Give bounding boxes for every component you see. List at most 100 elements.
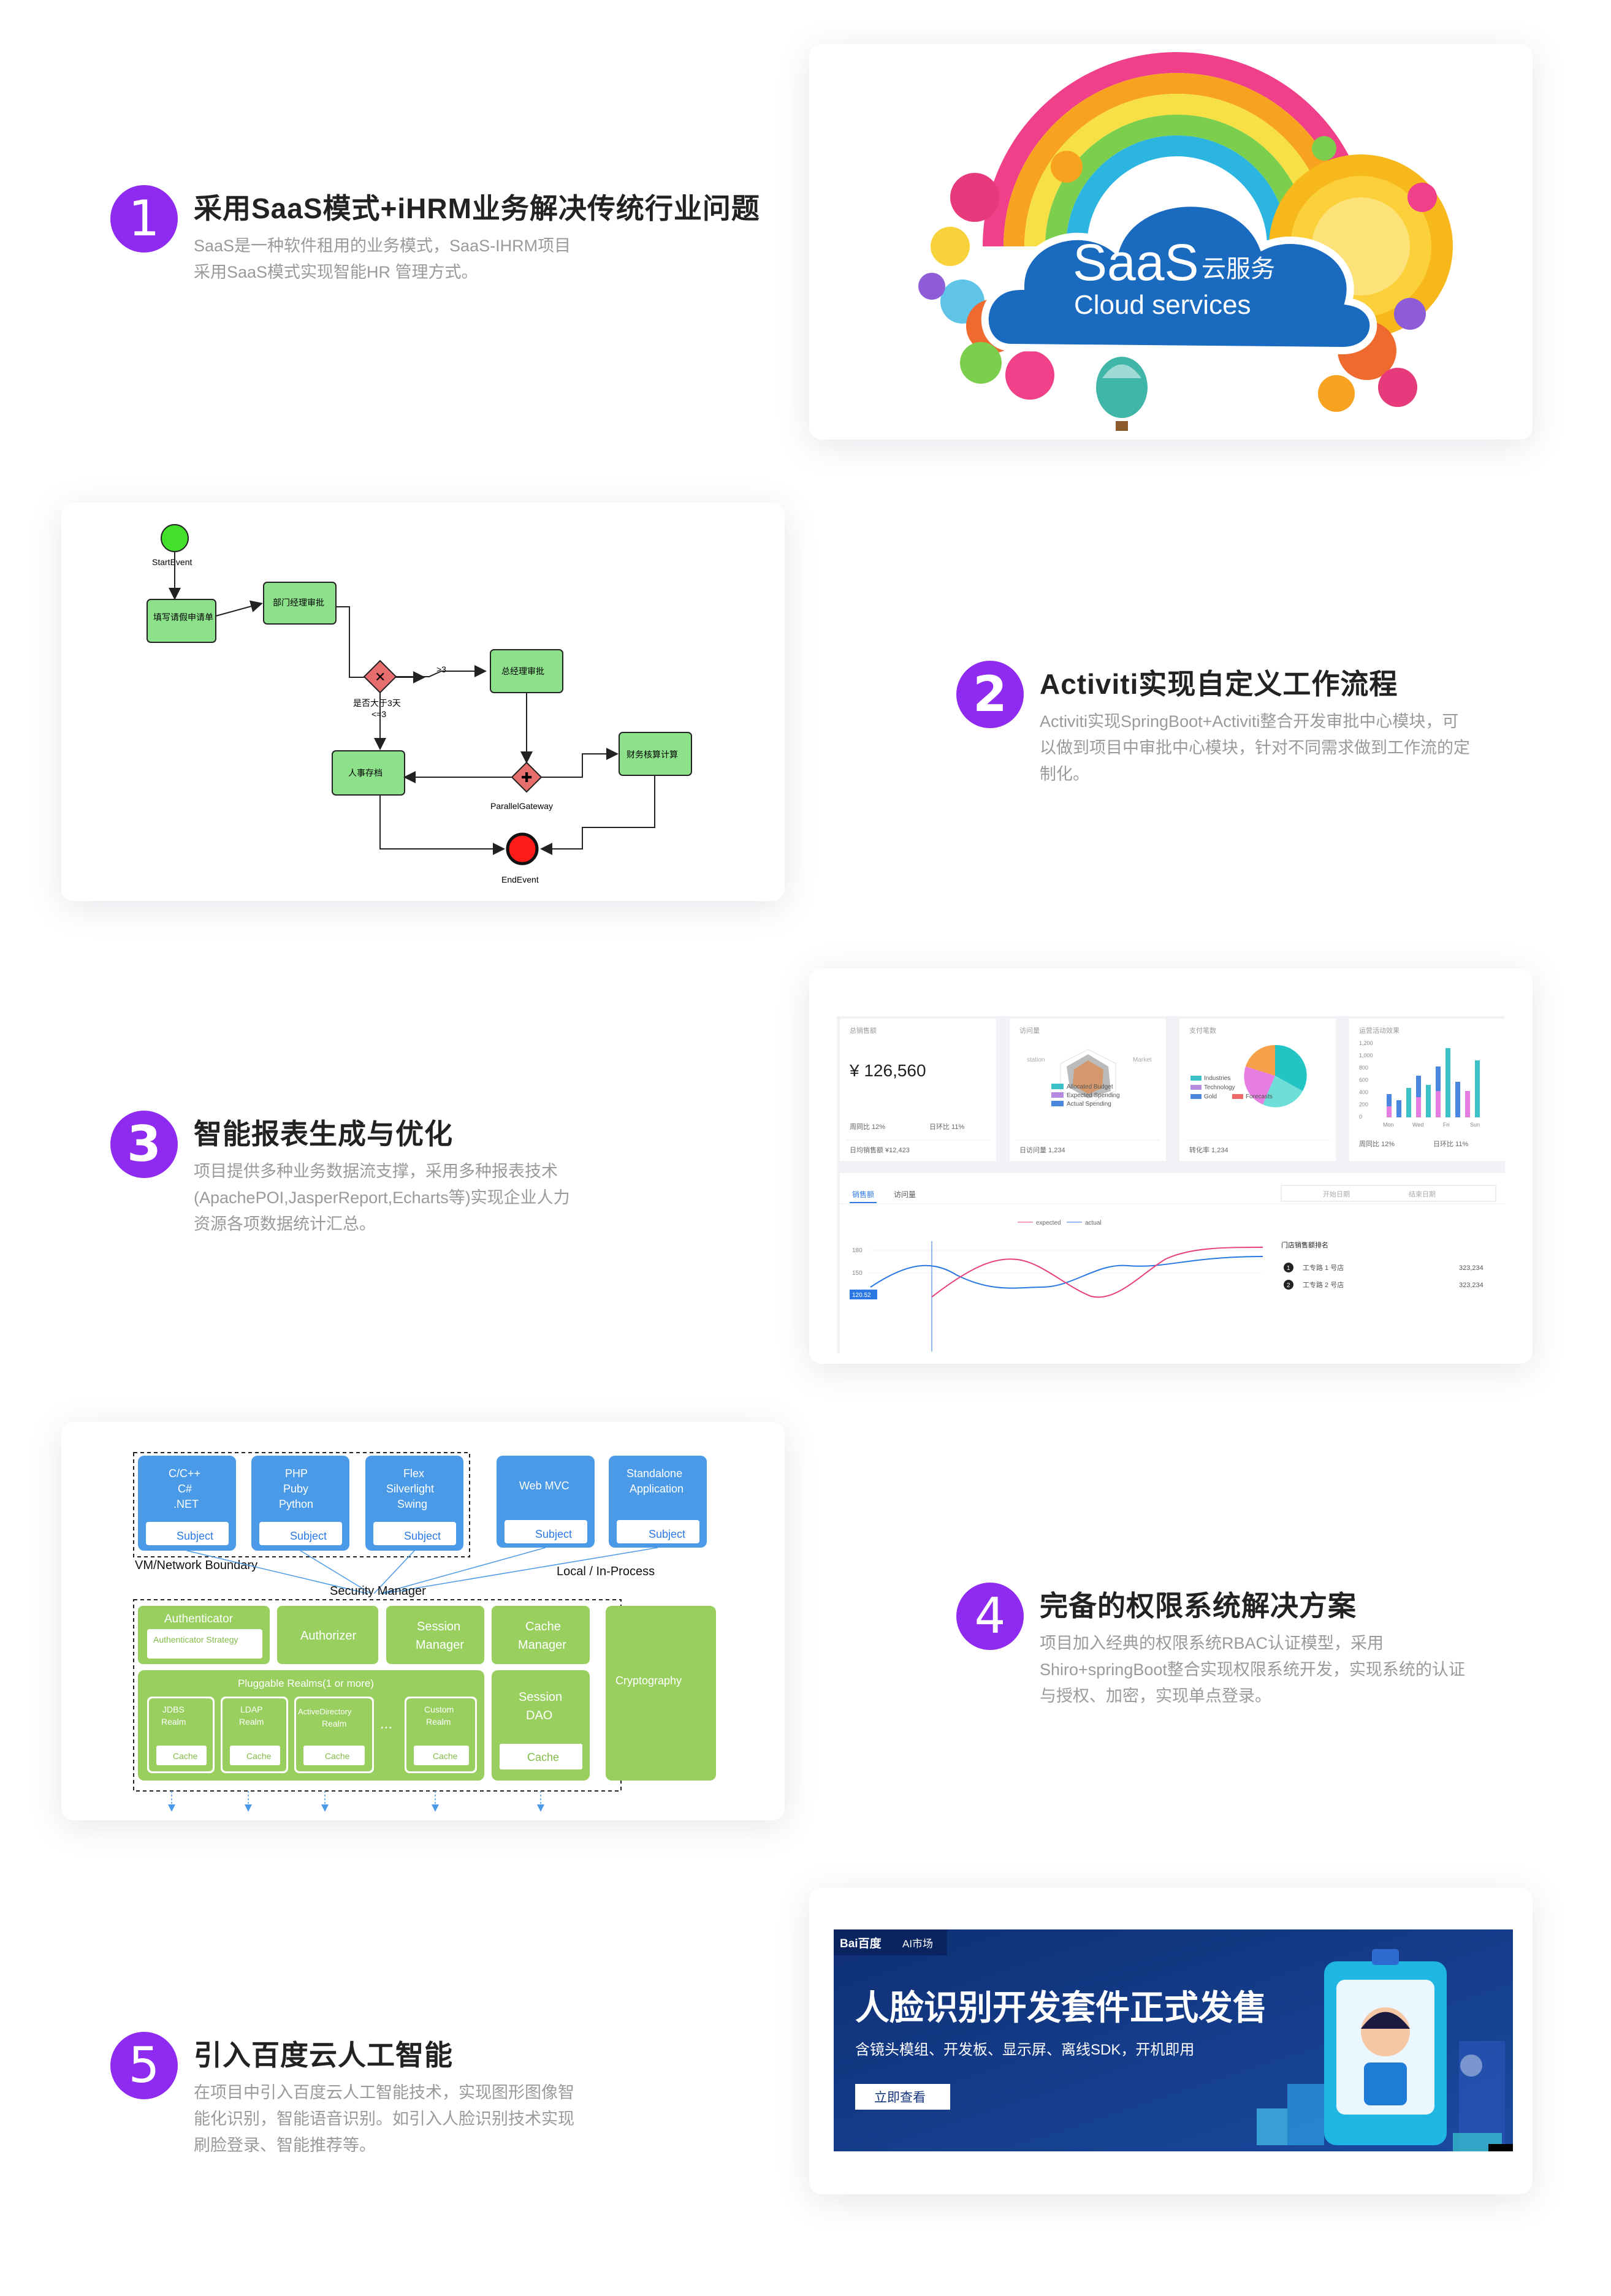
svg-text:Cache: Cache: [246, 1751, 272, 1761]
svg-text:访问量: 访问量: [1019, 1027, 1040, 1035]
svg-text:Expected Spending: Expected Spending: [1067, 1092, 1120, 1099]
svg-text:转化率 1,234: 转化率 1,234: [1189, 1146, 1228, 1154]
svg-text:0: 0: [1359, 1114, 1362, 1120]
svg-text:Authenticator Strategy: Authenticator Strategy: [153, 1635, 238, 1644]
svg-text:Flex: Flex: [403, 1467, 424, 1480]
task-dept: [263, 582, 337, 625]
svg-text:支付笔数: 支付笔数: [1189, 1026, 1216, 1035]
svg-text:周同比 12%: 周同比 12%: [1359, 1140, 1395, 1148]
svg-text:Cache: Cache: [173, 1751, 198, 1761]
client-flex: Flex Silverlight Swing Subject: [365, 1456, 463, 1551]
svg-text:JDBS: JDBS: [162, 1705, 185, 1714]
svg-text:Forecasts: Forecasts: [1246, 1093, 1273, 1100]
svg-text:1: 1: [1287, 1265, 1290, 1272]
baidu-face-recognition-banner: Bai百度 AI市场 人脸识别开发套件正式发售 含镜头模组、开发板、显示屏、离线…: [834, 1929, 1513, 2151]
svg-text:150: 150: [852, 1270, 863, 1277]
parallel-gateway: [511, 761, 543, 793]
svg-text:DAO: DAO: [526, 1709, 552, 1722]
feature-number-5: 5: [110, 2032, 178, 2099]
svg-text:Realm: Realm: [239, 1717, 264, 1727]
svg-text:180: 180: [852, 1247, 863, 1254]
svg-text:Mon: Mon: [1383, 1122, 1394, 1128]
task-gm-label: 总经理审批: [501, 666, 544, 676]
svg-text:日均销售额 ¥12,423: 日均销售额 ¥12,423: [850, 1146, 910, 1154]
pluggable-realms-box: Pluggable Realms(1 or more) JDBS Realm C…: [138, 1670, 484, 1781]
baidu-logo: Bai百度: [840, 1936, 882, 1950]
tab-visits: 访问量: [894, 1190, 916, 1199]
realm-jdbs: JDBS Realm Cache: [147, 1697, 215, 1773]
report-dashboard: 总销售额 ¥ 126,560 周同比 12% 日环比 11% 日均销售额 ¥12…: [837, 1016, 1506, 1357]
start-event: [161, 524, 189, 552]
svg-text:Allocated Budget: Allocated Budget: [1067, 1084, 1113, 1090]
saas-image-card: SaaS 云服务 Cloud services: [809, 44, 1533, 439]
feature-number-2: 2: [956, 661, 1024, 728]
svg-text:Realm: Realm: [426, 1717, 451, 1727]
hot-air-balloon-icon: [1096, 357, 1148, 431]
svg-text:开始日期: 开始日期: [1323, 1190, 1350, 1198]
session-manager-box: Session Manager: [386, 1606, 484, 1664]
start-event-label: StartEvent: [152, 557, 192, 567]
feature-desc-2: Activiti实现SpringBoot+Activiti整合开发审批中心模块，…: [1040, 712, 1470, 783]
svg-text:Subject: Subject: [404, 1530, 441, 1542]
baidu-subtitle: 含镜头模组、开发板、显示屏、离线SDK，开机即用: [855, 2042, 1194, 2058]
task-apply: [147, 599, 216, 643]
session-dao-box: Session DAO Cache: [492, 1670, 590, 1781]
svg-text:Web MVC: Web MVC: [519, 1480, 569, 1492]
svg-text:Custom: Custom: [424, 1705, 454, 1714]
svg-text:总销售额: 总销售额: [850, 1026, 877, 1035]
svg-text:station: station: [1027, 1057, 1045, 1063]
svg-text:expected: expected: [1036, 1220, 1061, 1226]
client-cpp: C/C++ C# .NET Subject: [138, 1456, 236, 1551]
feature-number-4: 4: [956, 1583, 1024, 1650]
svg-text:✕: ✕: [375, 669, 386, 685]
security-manager-label: Security Manager: [330, 1584, 426, 1598]
svg-text:Actual Spending: Actual Spending: [1067, 1101, 1111, 1108]
svg-text:C/C++: C/C++: [169, 1467, 200, 1480]
svg-text:日环比 11%: 日环比 11%: [1433, 1140, 1468, 1148]
svg-text:C#: C#: [178, 1483, 192, 1495]
dashboard-card: 总销售额 ¥ 126,560 周同比 12% 日环比 11% 日均销售额 ¥12…: [809, 968, 1533, 1364]
svg-text:Market: Market: [1133, 1057, 1152, 1063]
svg-text:Standalone: Standalone: [626, 1467, 682, 1480]
svg-text:Session: Session: [417, 1620, 460, 1633]
client-standalone: Standalone Application Subject: [609, 1456, 707, 1548]
feature-desc-5: 在项目中引入百度云人工智能技术，实现图形图像智 能化识别，智能语音识别。如引入人…: [194, 2083, 574, 2154]
shiro-architecture-card: C/C++ C# .NET Subject PHP Puby Python Su…: [61, 1422, 785, 1820]
svg-text:actual: actual: [1085, 1220, 1102, 1226]
svg-text:Cache: Cache: [527, 1751, 559, 1763]
end-event: [506, 832, 539, 865]
saas-en-text: Cloud services: [1074, 290, 1251, 320]
parallel-gateway-label: ParallelGateway: [490, 801, 553, 811]
svg-text:Fri: Fri: [1443, 1122, 1450, 1128]
svg-text:Sun: Sun: [1470, 1122, 1480, 1128]
feature-number-3: 3: [110, 1111, 178, 1178]
svg-text:Session: Session: [519, 1690, 562, 1704]
saas-cloud-illustration: SaaS 云服务 Cloud services: [918, 52, 1453, 431]
svg-text:ActiveDirectory: ActiveDirectory: [298, 1707, 352, 1716]
svg-text:1,000: 1,000: [1359, 1052, 1373, 1059]
local-label: Local / In-Process: [557, 1565, 655, 1578]
svg-text:120.52: 120.52: [852, 1292, 871, 1299]
svg-text:323,234: 323,234: [1459, 1264, 1483, 1272]
svg-text:PHP: PHP: [285, 1467, 308, 1480]
sales-total: ¥ 126,560: [849, 1061, 926, 1080]
baidu-ai-card: Bai百度 AI市场 人脸识别开发套件正式发售 含镜头模组、开发板、显示屏、离线…: [809, 1888, 1533, 2194]
svg-text:Gold: Gold: [1204, 1093, 1217, 1100]
svg-text:Subject: Subject: [290, 1530, 327, 1542]
svg-text:Silverlight: Silverlight: [386, 1483, 434, 1495]
cache-manager-box: Cache Manager: [492, 1606, 590, 1664]
svg-text:Cache: Cache: [433, 1751, 458, 1761]
svg-text:Cache: Cache: [525, 1620, 561, 1633]
gateway-lt3-label: <=3: [371, 709, 386, 719]
svg-text:Realm: Realm: [322, 1719, 346, 1728]
svg-text:立即查看: 立即查看: [874, 2091, 926, 2105]
svg-text:门店销售额排名: 门店销售额排名: [1281, 1241, 1328, 1249]
svg-text:Cache: Cache: [325, 1751, 350, 1761]
feature-title-3: 智能报表生成与优化: [194, 1118, 453, 1150]
tab-sales: 销售额: [852, 1190, 874, 1199]
svg-text:200: 200: [1359, 1101, 1368, 1108]
svg-text:Puby: Puby: [283, 1483, 308, 1495]
svg-text:800: 800: [1359, 1065, 1368, 1071]
task-finance-label: 财务核算计算: [626, 750, 678, 759]
svg-text:Application: Application: [630, 1483, 684, 1495]
